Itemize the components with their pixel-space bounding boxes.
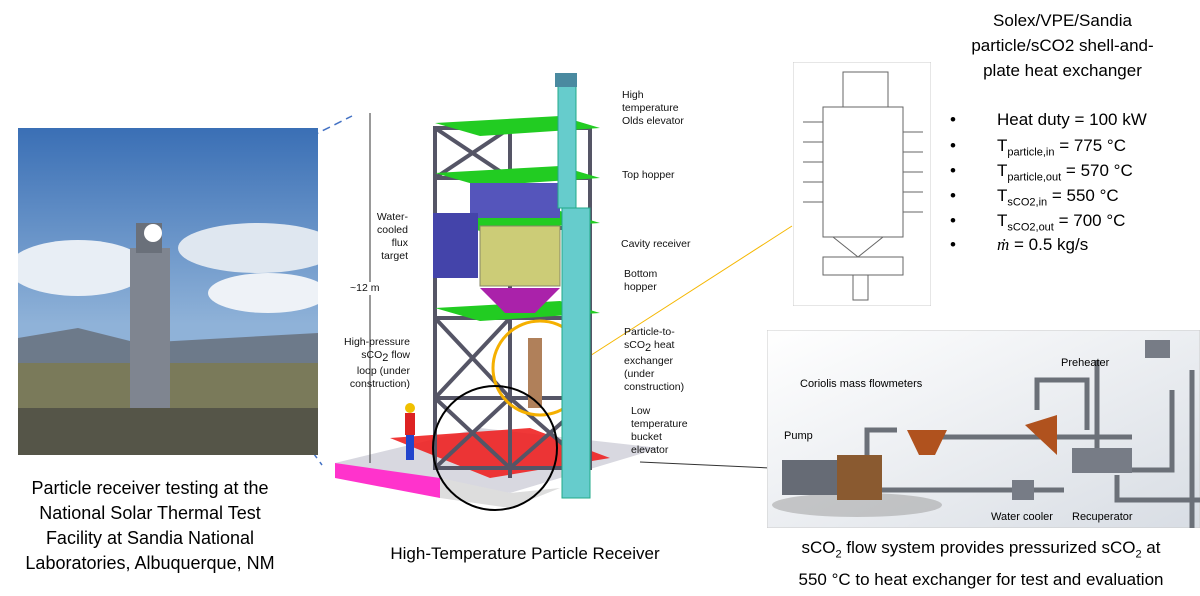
label-line: High <box>622 89 644 101</box>
label-line: loop (under <box>356 365 410 378</box>
label-line: High-pressure <box>344 336 410 348</box>
label-flux-target: Water- cooled flux target <box>360 211 408 263</box>
text: at <box>1141 538 1161 557</box>
subscript: 2 <box>382 352 389 365</box>
label-line: hopper <box>624 281 657 293</box>
label-line: target <box>381 250 408 262</box>
caption-line: National Solar Thermal Test <box>39 503 261 523</box>
label-pump: Pump <box>784 430 813 442</box>
text: T <box>997 161 1008 180</box>
right-caption: sCO2 flow system provides pressurized sC… <box>765 535 1197 592</box>
label-line: sCO2 flow <box>330 349 410 365</box>
label-line: Water- <box>376 211 408 223</box>
label-bottom-hopper: Bottom hopper <box>624 268 657 294</box>
label-line: construction) <box>624 381 685 394</box>
subscript: particle,in <box>1007 146 1055 159</box>
subscript: sCO2,out <box>1007 221 1054 234</box>
subscript: sCO2,in <box>1007 196 1048 209</box>
label-line: Bottom <box>624 268 658 280</box>
spec-text: TsCO2,in = 550 °C <box>997 186 1119 208</box>
text: = 700 °C <box>1053 211 1126 230</box>
sco2-flow-system-render <box>767 330 1200 528</box>
caption-line: sCO2 flow system provides pressurized sC… <box>765 535 1197 567</box>
receiver-tower-diagram <box>335 73 660 511</box>
subscript: 2 <box>835 548 842 561</box>
text: flow system provides pressurized sCO <box>841 538 1136 557</box>
bullet: • <box>950 161 956 180</box>
spec-text: ṁ = 0.5 kg/s <box>997 235 1088 255</box>
spec-text: Tparticle,out = 570 °C <box>997 161 1133 183</box>
caption-line: Particle receiver testing at the <box>31 478 269 498</box>
hx-title: Solex/VPE/Sandia particle/sCO2 shell-and… <box>960 8 1165 83</box>
label-olds-elevator: High temperature Olds elevator <box>622 89 684 128</box>
label-top-hopper: Top hopper <box>622 169 675 181</box>
label-line: temperature <box>622 102 679 114</box>
text: heat <box>651 339 675 351</box>
heat-exchanger-drawing <box>793 62 931 306</box>
loop-connector <box>639 461 771 469</box>
label-recuperator: Recuperator <box>1072 511 1133 523</box>
subscript: 2 <box>645 342 652 355</box>
label-line: elevator <box>631 444 669 456</box>
title-line: particle/sCO2 shell-and- <box>971 36 1154 55</box>
caption-line: Laboratories, Albuquerque, NM <box>25 553 275 573</box>
bullet: • <box>950 136 956 155</box>
subscript: particle,out <box>1007 171 1062 184</box>
text: sCO <box>361 349 383 361</box>
text: ṁ <box>997 235 1010 254</box>
text: = 570 °C <box>1061 161 1133 180</box>
bullet: • <box>950 211 956 230</box>
text: sCO <box>801 538 836 557</box>
bullet: • <box>950 110 956 129</box>
text: T <box>997 136 1008 155</box>
bullet: • <box>950 186 956 205</box>
label-heat-exchanger: Particle-to- sCO2 heat exchanger (under … <box>624 326 684 394</box>
bullet: • <box>950 235 956 254</box>
label-line: exchanger <box>624 355 674 368</box>
label-line: Olds elevator <box>622 115 684 127</box>
center-caption: High-Temperature Particle Receiver <box>390 544 660 563</box>
text: = 550 °C <box>1047 186 1119 205</box>
caption-line: Facility at Sandia National <box>45 528 255 548</box>
label-line: (under <box>624 368 655 381</box>
label-line: Low <box>631 405 651 417</box>
spec-text: Tparticle,in = 775 °C <box>997 136 1126 158</box>
label-cavity-receiver: Cavity receiver <box>621 238 691 250</box>
label-line: Particle-to- <box>624 326 675 338</box>
hx-connector <box>567 225 793 371</box>
label-coriolis-flowmeters: Coriolis mass flowmeters <box>800 378 923 390</box>
text: = 0.5 kg/s <box>1009 235 1089 254</box>
label-line: temperature <box>631 418 688 430</box>
label-line: construction) <box>349 378 410 391</box>
caption-line: 550 °C to heat exchanger for test and ev… <box>798 570 1164 590</box>
left-caption: Particle receiver testing at the Nationa… <box>0 476 300 576</box>
text: flow <box>388 349 410 361</box>
text: T <box>997 186 1008 205</box>
label-line: cooled flux <box>377 224 408 249</box>
solar-tower-photo <box>18 128 318 455</box>
text: T <box>997 211 1008 230</box>
spec-text: Heat duty = 100 kW <box>997 110 1147 130</box>
label-line: bucket <box>631 431 662 443</box>
text: = 775 °C <box>1054 136 1127 155</box>
text: Heat duty = 100 kW <box>997 110 1147 129</box>
label-line: sCO2 heat <box>624 339 684 355</box>
label-preheater: Preheater <box>1061 357 1110 369</box>
label-bucket-elevator: Low temperature bucket elevator <box>631 405 688 457</box>
label-water-cooler: Water cooler <box>991 511 1053 523</box>
title-line: Solex/VPE/Sandia <box>993 11 1132 30</box>
text: sCO <box>624 339 645 351</box>
spec-text: TsCO2,out = 700 °C <box>997 211 1125 233</box>
subscript: 2 <box>1135 548 1142 561</box>
label-flow-loop: High-pressure sCO2 flow loop (under cons… <box>330 336 410 391</box>
title-line: plate heat exchanger <box>983 61 1142 80</box>
label-height: ~12 m <box>350 282 380 295</box>
